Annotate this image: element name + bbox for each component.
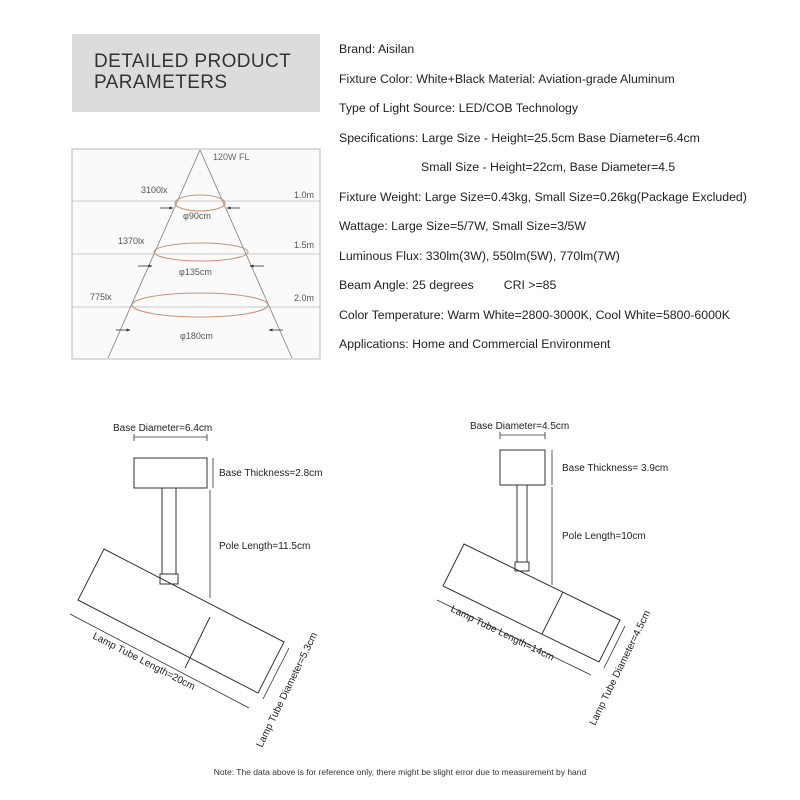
small-base-thickness-label: Base Thickness= 3.9cm <box>562 463 668 474</box>
spec-beam-cri: Beam Angle: 25 degrees CRI >=85 <box>339 274 747 304</box>
spec-cri: CRI >=85 <box>503 278 557 292</box>
small-base <box>499 449 546 486</box>
spec-wattage: Wattage: Large Size=5/7W, Small Size=3/5… <box>339 219 586 233</box>
spec-weight: Fixture Weight: Large Size=0.43kg, Small… <box>339 189 747 204</box>
beam-lux-2: 1370lx <box>118 236 145 246</box>
beam-ring-3 <box>131 292 269 318</box>
beam-diagram: 120W FL 3100lx 1.0m φ90cm 1370lx 1.5m φ1… <box>71 148 321 360</box>
small-lamp-tube <box>442 543 621 663</box>
small-pole-length-label: Pole Length=10cm <box>562 531 646 542</box>
spec-color-material: Fixture Color: White+Black Material: Avi… <box>339 71 675 86</box>
beam-distance-1: 1.0m <box>294 190 314 200</box>
beam-distance-2: 1.5m <box>294 240 314 250</box>
beam-ring-1 <box>174 194 226 212</box>
small-tube-diameter-label: Lamp Tube Diameter=4.5cm <box>588 609 653 727</box>
beam-lux-1: 3100lx <box>141 185 168 195</box>
large-lamp-tube <box>77 548 285 694</box>
beam-header: 120W FL <box>213 152 250 162</box>
beam-diameter-3: φ180cm <box>180 331 213 341</box>
small-tube-diameter-dim <box>603 625 626 669</box>
large-tube-diameter-label: Lamp Tube Diameter=5.3cm <box>255 631 320 749</box>
beam-distance-3: 2.0m <box>294 293 314 303</box>
large-pole-joint <box>159 573 179 585</box>
spec-small-size: Small Size - Height=22cm, Base Diameter=… <box>421 160 676 174</box>
spec-beam-angle: Beam Angle: 25 degrees <box>339 278 474 292</box>
beam-ring-2 <box>153 242 249 262</box>
small-lamp-drawing: Base Diameter=4.5cm Base Thickness= 3.9c… <box>436 421 668 727</box>
small-tube-length-dim <box>436 599 592 676</box>
parameter-list: Brand: Aisilan Fixture Color: White+Blac… <box>339 38 747 363</box>
small-tube-length-label: Lamp Tube Length=14cm <box>449 604 556 664</box>
large-base-thickness-label: Base Thickness=2.8cm <box>219 468 322 479</box>
large-tube-length-dim <box>69 613 250 709</box>
beam-cone-left <box>107 149 201 359</box>
footnote: Note: The data above is for reference on… <box>213 767 587 777</box>
spec-light-source: Type of Light Source: LED/COB Technology <box>339 101 579 115</box>
beam-diameter-1: φ90cm <box>183 211 211 221</box>
large-tube-divider <box>184 616 211 669</box>
large-tube-diameter-dim <box>262 647 290 700</box>
large-base-diameter-label: Base Diameter=6.4cm <box>113 423 212 434</box>
title-line-2: PARAMETERS <box>94 72 228 93</box>
small-pole-joint <box>514 561 530 572</box>
large-base <box>133 457 208 489</box>
spec-large-size: Specifications: Large Size - Height=25.5… <box>339 130 700 145</box>
large-pole-length-label: Pole Length=11.5cm <box>219 541 310 552</box>
beam-lux-3: 775lx <box>90 292 112 302</box>
spec-color-temperature: Color Temperature: Warm White=2800-3000K… <box>339 307 730 322</box>
spec-brand: Brand: Aisilan <box>339 42 415 56</box>
beam-diameter-2: φ135cm <box>179 267 212 277</box>
beam-cone-right <box>199 149 293 359</box>
spec-luminous-flux: Luminous Flux: 330lm(3W), 550lm(5W), 770… <box>339 248 620 263</box>
small-base-diameter-label: Base Diameter=4.5cm <box>470 421 569 432</box>
large-lamp-drawing: Base Diameter=6.4cm Base Thickness=2.8cm… <box>69 423 322 749</box>
small-tube-divider <box>541 591 564 635</box>
large-tube-length-label: Lamp Tube Length=20cm <box>91 631 197 693</box>
title-line-1: DETAILED PRODUCT <box>94 51 292 72</box>
title-box: DETAILED PRODUCT PARAMETERS <box>72 34 320 112</box>
spec-applications: Applications: Home and Commercial Enviro… <box>339 337 611 351</box>
